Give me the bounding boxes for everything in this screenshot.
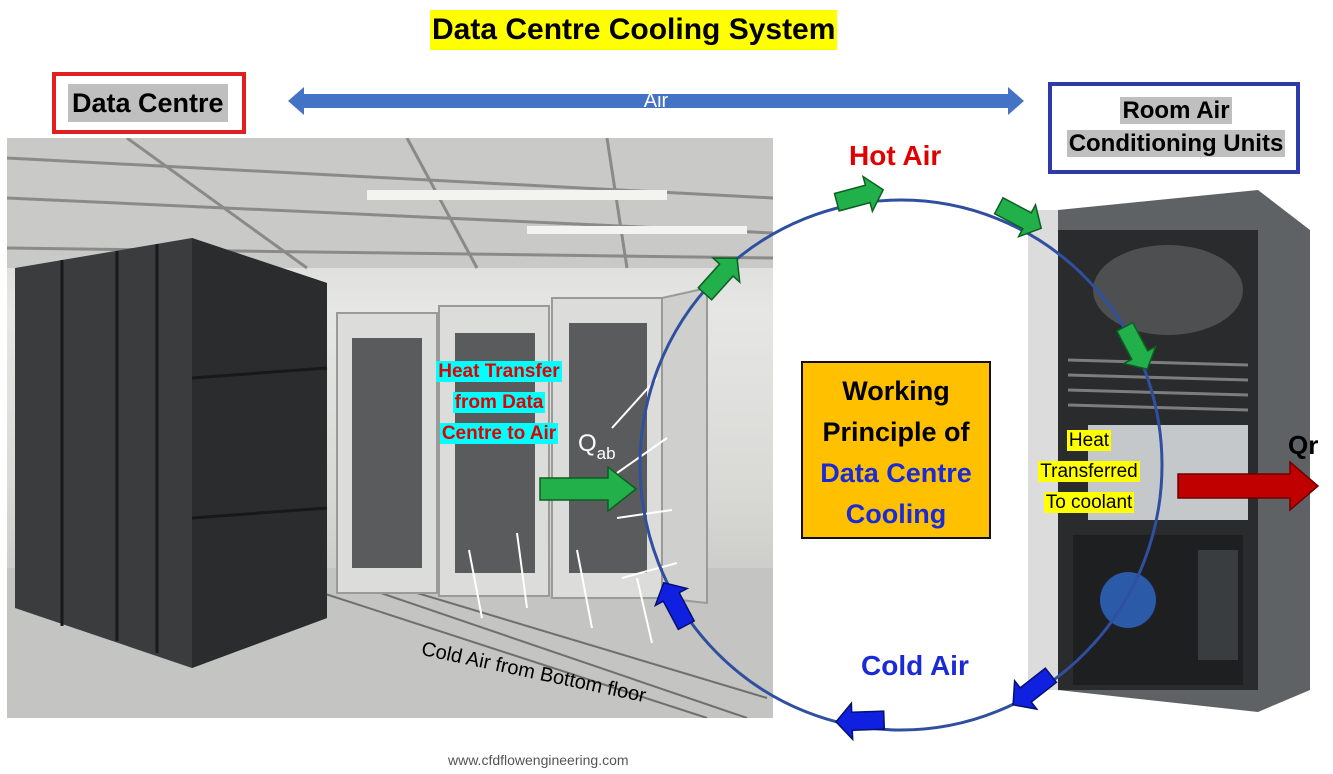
cold-air-arrow-2	[835, 701, 886, 742]
heat-transfer-label: Heat Transfer from Data Centre to Air	[426, 356, 572, 449]
server-room-illustration	[7, 138, 773, 718]
working-principle-line-1: Working	[842, 376, 950, 406]
working-principle-line-3: Data Centre	[820, 458, 972, 488]
cold-air-arrow-3	[653, 581, 696, 631]
heat-coolant-line-2: Transferred	[1038, 461, 1140, 482]
working-principle-box: Working Principle of Data Centre Cooling	[801, 361, 991, 539]
air-label: Air	[643, 90, 669, 112]
qr-arrow	[1177, 460, 1320, 512]
racu-label-line-2: Conditioning Units	[1066, 130, 1286, 157]
air-circulation-loop	[638, 198, 1164, 732]
qab-label: Qab	[578, 430, 616, 463]
racu-label: Room Air Conditioning Units	[1066, 94, 1286, 160]
heat-transfer-line-2: from Data	[452, 392, 546, 413]
data-centre-photo	[7, 138, 773, 718]
qab-main: Q	[578, 430, 597, 457]
heat-transfer-line-3: Centre to Air	[439, 423, 559, 444]
hot-air-arrow-1	[697, 257, 741, 301]
footer-url: www.cfdflowengineering.com	[448, 752, 629, 768]
air-double-arrow	[288, 87, 1024, 115]
hot-air-label: Hot Air	[849, 140, 942, 171]
working-principle-line-2: Principle of	[822, 417, 970, 447]
hot-air-arrow-2	[833, 174, 885, 214]
heat-coolant-line-1: Heat	[1066, 430, 1112, 451]
ac-unit-photo	[1028, 190, 1310, 712]
ac-unit-illustration	[1028, 190, 1310, 712]
racu-label-line-1: Room Air	[1120, 97, 1232, 124]
data-centre-frame	[52, 72, 246, 134]
qr-label: Qr	[1288, 430, 1319, 460]
racu-frame	[1048, 82, 1300, 174]
heat-transfer-line-1: Heat Transfer	[436, 361, 562, 382]
hot-air-arrow-4	[1115, 321, 1158, 371]
hot-air-arrow-3	[993, 196, 1043, 239]
cold-air-label: Cold Air	[861, 650, 969, 681]
cold-air-arrow-1	[1012, 667, 1058, 711]
heat-coolant-line-3: To coolant	[1043, 492, 1135, 513]
qab-arrow	[539, 465, 638, 513]
working-principle-line-4: Cooling	[845, 499, 947, 529]
main-title: Data Centre Cooling System	[430, 10, 838, 50]
heat-to-coolant-label: Heat Transferred To coolant	[1030, 425, 1148, 518]
qab-subscript: ab	[596, 444, 616, 463]
data-centre-label: Data Centre	[68, 84, 228, 122]
